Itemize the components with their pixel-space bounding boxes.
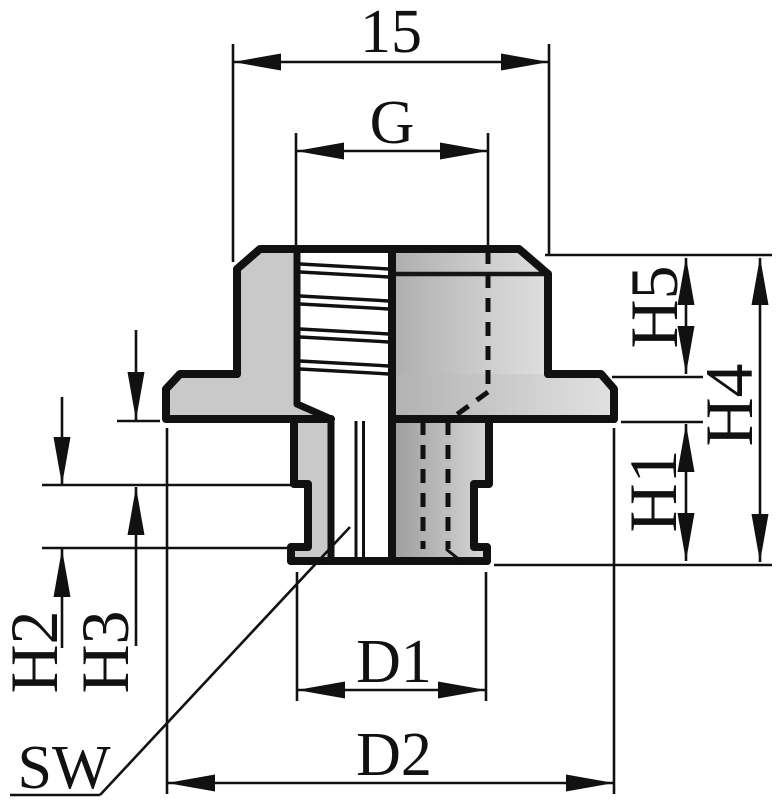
dimension-H4: H4 (494, 257, 772, 567)
label-H3: H3 (67, 610, 143, 693)
dimension-H3: H3 (67, 330, 160, 694)
dimension-H2: H2 (0, 397, 293, 694)
label-G: G (370, 89, 415, 157)
lower-external-right (392, 419, 489, 561)
dimension-H1: H1 (615, 420, 703, 561)
dimension-D1: D1 (295, 572, 488, 701)
wrench-flat-lines (354, 421, 365, 559)
head-external-right (392, 249, 548, 374)
bore-cavity (297, 249, 392, 561)
leader-SW: SW (10, 526, 351, 800)
dimension-H5: H5 (545, 253, 772, 379)
dimension-D2: D2 (165, 428, 616, 794)
dimension-G: G (294, 89, 490, 248)
label-D1: D1 (356, 628, 432, 696)
dimension-15: 15 (231, 0, 551, 262)
part-outline (162, 245, 618, 565)
thread-lines (299, 262, 390, 376)
label-H2: H2 (0, 610, 72, 693)
label-SW: SW (18, 734, 111, 800)
hidden-lines (420, 250, 491, 549)
label-D2: D2 (356, 721, 432, 789)
label-H5: H5 (616, 265, 692, 348)
label-H4: H4 (691, 363, 767, 446)
label-H1: H1 (615, 449, 691, 532)
label-15: 15 (360, 0, 422, 66)
flange-external-right (392, 374, 614, 419)
flare-chamfer-mark (445, 547, 462, 563)
part-cross-section (162, 245, 618, 565)
